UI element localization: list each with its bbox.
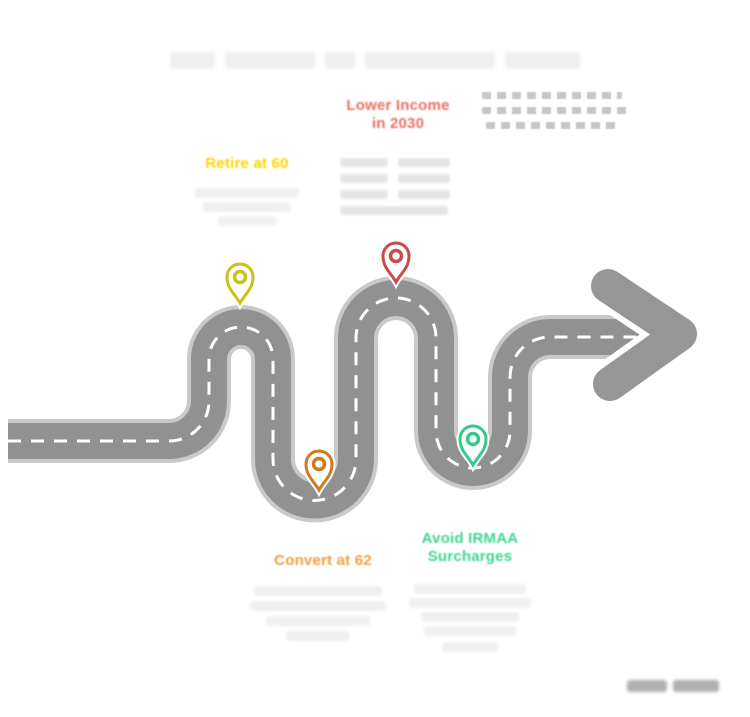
milestone-retire-heading: Retire at 60	[205, 155, 289, 172]
side-note-blurred-text	[482, 90, 627, 135]
milestone-retire-body-blurred	[192, 188, 302, 232]
winding-road	[8, 276, 642, 523]
heading-line-1: Avoid IRMAA	[421, 530, 519, 547]
milestone-lower-income-heading: Lower Income in 2030	[333, 97, 463, 133]
pin-yellow-icon	[223, 260, 257, 311]
milestone-irmaa-body-blurred	[408, 584, 532, 660]
watermark-blurred-text	[627, 679, 719, 695]
milestone-irmaa-heading: Avoid IRMAA Surcharges	[405, 530, 535, 566]
road-center-dashes	[8, 296, 642, 502]
heading-line-2: Surcharges	[427, 548, 513, 565]
title-blurred-text	[170, 52, 580, 74]
milestone-lower-income-body-blurred	[338, 158, 456, 220]
milestone-convert-heading: Convert at 62	[274, 552, 372, 569]
arrow-icon	[585, 263, 703, 407]
pin-green-icon	[456, 422, 490, 473]
heading-line-2: in 2030	[371, 115, 425, 132]
pin-orange-icon	[302, 447, 336, 498]
heading-line-1: Lower Income	[346, 97, 450, 114]
milestone-convert-body-blurred	[250, 586, 386, 648]
pin-red-icon	[379, 239, 413, 290]
